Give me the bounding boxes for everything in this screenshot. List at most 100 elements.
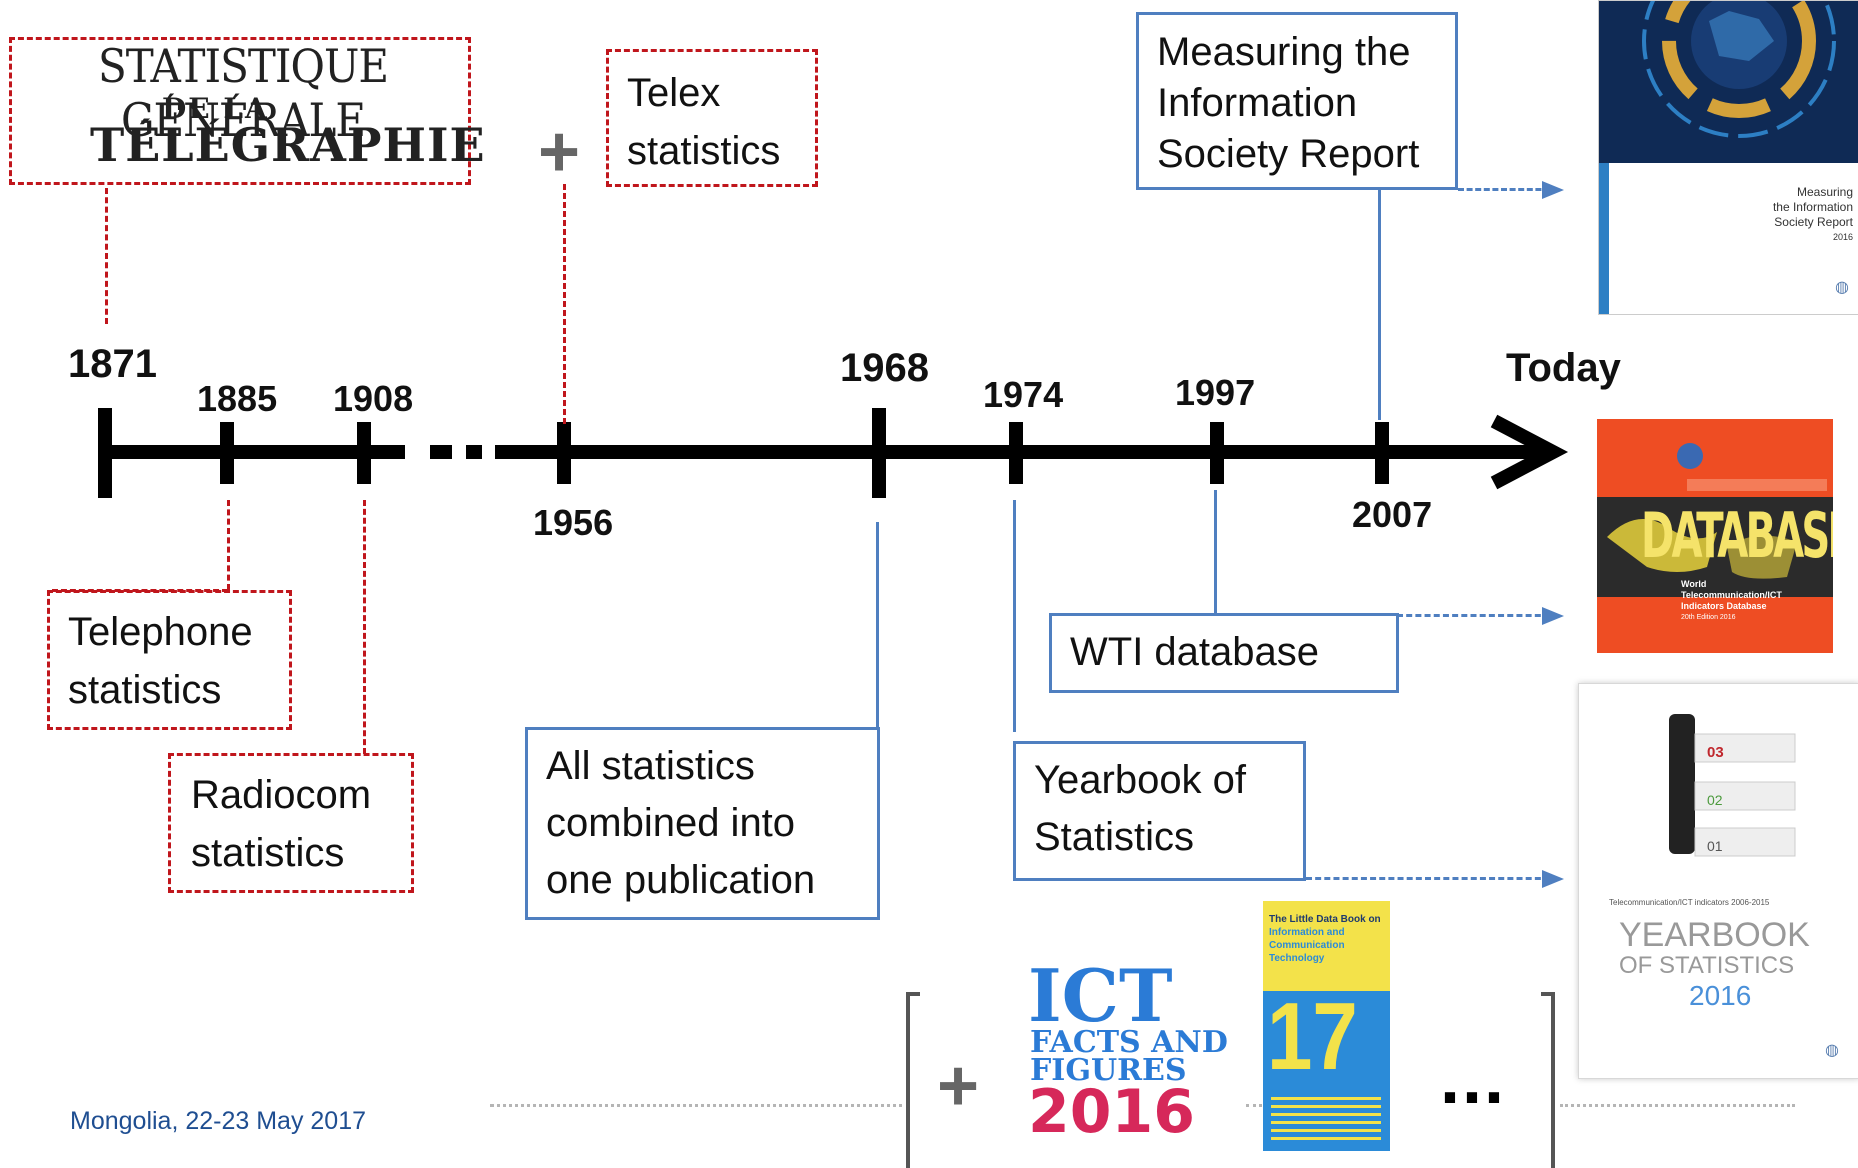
ldb-number: 17 (1267, 983, 1358, 1090)
db-cover-sub3: Indicators Database (1681, 601, 1767, 611)
ldb-line1: The Little Data Book on (1269, 914, 1381, 925)
all-statistics-box: All statistics combined into one publica… (525, 727, 880, 920)
ict-facts-line3: FIGURES (1030, 1053, 1187, 1088)
little-data-book-cover: The Little Data Book on Information and … (1263, 901, 1390, 1151)
mis-line2: Information (1157, 81, 1358, 125)
connector-1974 (1013, 500, 1016, 732)
itu-logo-icon-yb: ◍ (1825, 1042, 1839, 1059)
telex-statistics-box: Telex statistics (606, 49, 818, 187)
plus-icon-bottom: + (937, 1046, 980, 1126)
ldb-title: The Little Data Book on Information and … (1269, 913, 1387, 965)
telegraph-title-line1: STATISTIQUE GÉNÉRALE (98, 39, 389, 147)
all-stats-line2: combined into (546, 801, 796, 845)
mis-cover-line2: the Information (1772, 200, 1853, 214)
ict-facts-line1: ICT (1028, 953, 1173, 1038)
connector-1871 (105, 188, 108, 324)
yearbook-cover: 03 02 01 Telecommunication/ICT indicator… (1578, 683, 1858, 1079)
wti-database-box: WTI database (1049, 613, 1399, 693)
radiocom-line1: Radiocom (191, 773, 372, 817)
ldb-line4: Technology (1269, 953, 1325, 964)
itu-logo-icon: ◍ (1835, 279, 1849, 296)
mis-cover-year: 2016 (1832, 232, 1853, 242)
mis-arrow-line (1458, 188, 1550, 191)
connector-1885 (227, 500, 230, 590)
mis-cover-stripe (1599, 163, 1609, 314)
ict-facts-logo: ICT FACTS AND FIGURES 2016 (1028, 960, 1238, 1150)
mis-cover-text: Measuring the Information Society Report… (1773, 185, 1853, 245)
radiocom-statistics-box: Radiocom statistics (168, 753, 414, 893)
connector-1997 (1214, 490, 1217, 614)
ldb-table-stripes (1271, 1097, 1381, 1141)
all-stats-line1: All statistics (546, 744, 755, 788)
telephone-line1: Telephone (68, 610, 253, 654)
mis-cover-banner (1599, 1, 1858, 163)
telegraph-title-line3: TÉLÉGRAPHIE (90, 118, 486, 172)
wti-label: WTI database (1070, 630, 1320, 674)
yb-badge-01: 01 (1707, 838, 1723, 854)
year-1974: 1974 (983, 374, 1064, 415)
footer-dotted-line-right (1560, 1104, 1795, 1107)
ldb-line3: Communication (1269, 940, 1345, 951)
year-1968: 1968 (840, 346, 929, 390)
itu-logo-icon-db (1677, 443, 1703, 469)
year-1885: 1885 (197, 378, 278, 419)
connector-2007 (1378, 190, 1381, 420)
yearbook-line1: Yearbook of (1034, 758, 1247, 802)
yb-badge-03: 03 (1707, 744, 1724, 761)
telephone-statistics-box: Telephone statistics (47, 590, 292, 730)
telex-line1: Telex (627, 71, 721, 115)
year-1908: 1908 (333, 378, 414, 419)
timeline-arrowhead (1490, 414, 1569, 490)
location-date: Mongolia, 22-23 May 2017 (70, 1107, 367, 1135)
ict-facts-line4: 2016 (1028, 1077, 1195, 1147)
year-1871: 1871 (68, 342, 157, 386)
db-cover-edition: 20th Edition 2016 (1681, 614, 1736, 621)
ellipsis-text: ... (1440, 1039, 1507, 1119)
mis-cover-line1: Measuring (1796, 185, 1853, 199)
label-today: Today (1506, 346, 1621, 390)
db-cover-sub1: World (1681, 579, 1707, 589)
yb-year: 2016 (1689, 980, 1752, 1011)
mis-line3: Society Report (1157, 132, 1420, 176)
telephone-line2: statistics (68, 668, 222, 712)
yearbook-box: Yearbook of Statistics (1013, 741, 1306, 881)
db-cover-subtitle: World Telecommunication/ICT Indicators D… (1681, 579, 1782, 623)
yb-title1: YEARBOOK (1619, 916, 1810, 954)
year-1997: 1997 (1175, 372, 1256, 413)
year-1956: 1956 (533, 502, 614, 543)
wti-arrow-line (1397, 614, 1550, 617)
ict-facts-line2: FACTS AND (1030, 1025, 1228, 1060)
mis-line1: Measuring the (1157, 30, 1411, 74)
footer-dotted-line-left (490, 1104, 910, 1107)
mis-report-box: Measuring the Information Society Report (1136, 12, 1458, 190)
more-ellipsis: ... (1440, 1039, 1530, 1120)
bracket-left (906, 992, 920, 1168)
telex-line2: statistics (627, 129, 781, 173)
database-cover: DATABASE World Telecommunication/ICT Ind… (1597, 419, 1833, 653)
yearbook-arrowhead (1542, 870, 1564, 888)
connector-1956 (563, 184, 566, 424)
telegraph-title-line2: DE LA (162, 92, 269, 125)
db-cover-band (1597, 497, 1833, 597)
connector-1968 (876, 522, 879, 728)
world-map-icon (1607, 519, 1797, 579)
server-icon (1669, 714, 1796, 857)
plus-icon-telex: + (538, 112, 581, 192)
yb-caption: Telecommunication/ICT indicators 2006-20… (1609, 898, 1770, 907)
mis-arrowhead (1542, 181, 1564, 199)
telegraph-statistics-box: STATISTIQUE GÉNÉRALE DE LA TÉLÉGRAPHIE (9, 37, 485, 185)
yb-badge-02: 02 (1707, 792, 1723, 808)
all-stats-line3: one publication (546, 858, 816, 902)
ldb-line2: Information and (1269, 927, 1345, 938)
wti-arrowhead (1542, 607, 1564, 625)
yb-title2: OF STATISTICS (1619, 952, 1795, 979)
year-2007: 2007 (1352, 494, 1433, 535)
globe-icon (1642, 1, 1836, 138)
yearbook-arrow-line (1306, 877, 1550, 880)
db-cover-sub2: Telecommunication/ICT (1681, 590, 1782, 600)
db-cover-title: DATABASE (1641, 499, 1833, 572)
mis-report-cover: Measuring the Information Society Report… (1598, 0, 1858, 315)
db-cover-bar (1687, 479, 1827, 491)
yearbook-line2: Statistics (1034, 815, 1195, 859)
